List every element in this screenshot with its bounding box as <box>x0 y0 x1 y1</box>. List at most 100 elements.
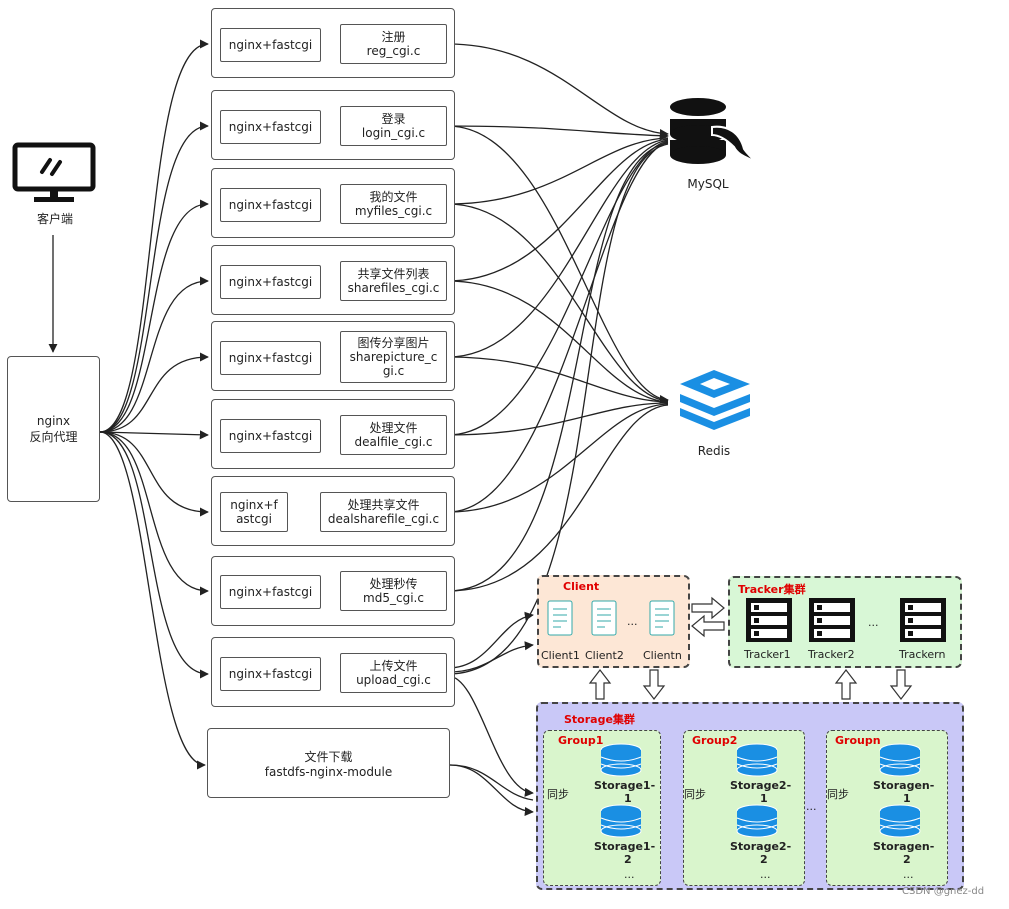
mysql-node: MySQL <box>668 97 757 197</box>
group-between-ellipsis: ... <box>806 800 817 813</box>
storage-disk-icon <box>736 804 778 838</box>
proxy-line2: 反向代理 <box>29 429 78 444</box>
cgi-file: myfiles_cgi.c <box>354 204 433 218</box>
nginx-fastcgi-box: nginx+fastcgi <box>220 575 321 609</box>
cgi-title: 处理秒传 <box>369 577 418 591</box>
server-rack-icon <box>746 598 792 642</box>
client-item-label: Clientn <box>643 649 682 662</box>
storage-node-label: 2 <box>624 853 632 866</box>
nginx-fastcgi-label: nginx+fastcgi <box>228 38 313 52</box>
storage-node-label: Storage2- <box>730 840 792 853</box>
nginx-fastcgi-box: nginx+fastcgi <box>220 28 321 62</box>
nginx-fastcgi-label: nginx+fastcgi <box>228 198 313 212</box>
more-ellipsis: ... <box>624 868 635 881</box>
storage-node-label: Storage1- <box>594 779 656 792</box>
nginx-fastcgi-label: nginx+fastcgi <box>228 429 313 443</box>
storage-group: Group2 同步 Storage2- 1 Storage2- 2 ... <box>683 730 805 886</box>
document-icon <box>591 600 617 636</box>
storage-disk-icon <box>600 804 642 838</box>
cgi-title: 我的文件 <box>369 190 418 204</box>
tracker-ellipsis: ... <box>868 616 879 629</box>
client-terminal: 客户端 <box>10 142 100 232</box>
storage-node-label: 1 <box>760 792 768 805</box>
cgi-title: 登录 <box>381 112 406 126</box>
more-ellipsis: ... <box>903 868 914 881</box>
client-ellipsis: ... <box>627 615 638 628</box>
client-item-label: Client2 <box>585 649 624 662</box>
download-module-box: 文件下载 fastdfs-nginx-module <box>207 728 450 798</box>
storage-node-label: 1 <box>903 792 911 805</box>
nginx-fastcgi-label: nginx+fastcgi <box>228 120 313 134</box>
nginx-fastcgi-box: nginx+fastcgi <box>220 657 321 691</box>
cgi-title: 注册 <box>381 30 406 44</box>
storage-cluster: Storage集群 ... Group1 同步 Storage1- 1 Stor… <box>536 702 964 890</box>
redis-node: Redis <box>676 368 756 463</box>
watermark: CSDN @gnez-dd <box>902 886 985 897</box>
nginx-fastcgi-box: nginx+fastcgi <box>220 188 321 222</box>
storage-group: Group1 同步 Storage1- 1 Storage1- 2 ... <box>543 730 661 886</box>
storage-node-label: Storagen- <box>873 840 935 853</box>
nginx-fastcgi-box: nginx+fastcgi <box>220 110 321 144</box>
cgi-file: login_cgi.c <box>361 126 426 140</box>
client-label: 客户端 <box>36 212 73 226</box>
nginx-fastcgi-box: nginx+fastcgi <box>220 265 321 299</box>
storage-node-label: 2 <box>760 853 768 866</box>
nginx-fastcgi-label: nginx+f <box>230 498 278 512</box>
download-module-name: fastdfs-nginx-module <box>264 764 393 779</box>
sync-label: 同步 <box>547 788 569 801</box>
cgi-file: dealfile_cgi.c <box>354 435 433 449</box>
redis-label: Redis <box>697 444 731 458</box>
server-rack-icon <box>809 598 855 642</box>
cgi-file: dealsharefile_cgi.c <box>327 512 440 526</box>
client-cluster: Client ... Client1 Client2 Clientn <box>537 575 690 668</box>
storage-node-label: Storage1- <box>594 840 656 853</box>
cgi-file: md5_cgi.c <box>363 591 424 605</box>
group-title: Groupn <box>835 734 881 747</box>
client-cluster-title: Client <box>563 580 600 593</box>
more-ellipsis: ... <box>760 868 771 881</box>
nginx-fastcgi-label: nginx+fastcgi <box>228 585 313 599</box>
mysql-database-icon <box>670 98 757 164</box>
download-title: 文件下载 <box>304 749 353 764</box>
group-title: Group1 <box>558 734 604 747</box>
nginx-fastcgi-label: nginx+fastcgi <box>228 275 313 289</box>
redis-icon <box>680 370 750 430</box>
client-item-label: Client1 <box>541 649 580 662</box>
storage-node-label: 1 <box>624 792 632 805</box>
server-rack-icon <box>900 598 946 642</box>
cgi-file: upload_cgi.c <box>356 673 431 687</box>
mysql-label: MySQL <box>687 177 729 191</box>
cgi-title: 图传分享图片 <box>357 336 430 350</box>
cgi-file: sharefiles_cgi.c <box>347 281 440 295</box>
cgi-file: reg_cgi.c <box>366 44 421 58</box>
storage-node-label: Storage2- <box>730 779 792 792</box>
nginx-fastcgi-label: nginx+fastcgi <box>228 351 313 365</box>
nginx-fastcgi-label: nginx+fastcgi <box>228 667 313 681</box>
document-icon <box>649 600 675 636</box>
storage-cluster-title: Storage集群 <box>564 713 635 726</box>
reverse-proxy-box: nginx 反向代理 <box>7 356 100 502</box>
group-title: Group2 <box>692 734 738 747</box>
sync-label: 同步 <box>827 788 849 801</box>
tracker-item-label: Tracker2 <box>808 648 855 661</box>
monitor-icon <box>12 142 96 202</box>
tracker-item-label: Trackern <box>899 648 946 661</box>
cgi-title: 处理文件 <box>369 421 418 435</box>
storage-node-label: Storagen- <box>873 779 935 792</box>
cgi-title: 处理共享文件 <box>347 498 420 512</box>
cgi-title: 共享文件列表 <box>357 267 430 281</box>
storage-disk-icon <box>879 804 921 838</box>
document-icon <box>547 600 573 636</box>
sync-label: 同步 <box>684 788 706 801</box>
storage-node-label: 2 <box>903 853 911 866</box>
cgi-file-cont: gi.c <box>382 364 405 378</box>
cgi-file: sharepicture_c <box>349 350 438 364</box>
